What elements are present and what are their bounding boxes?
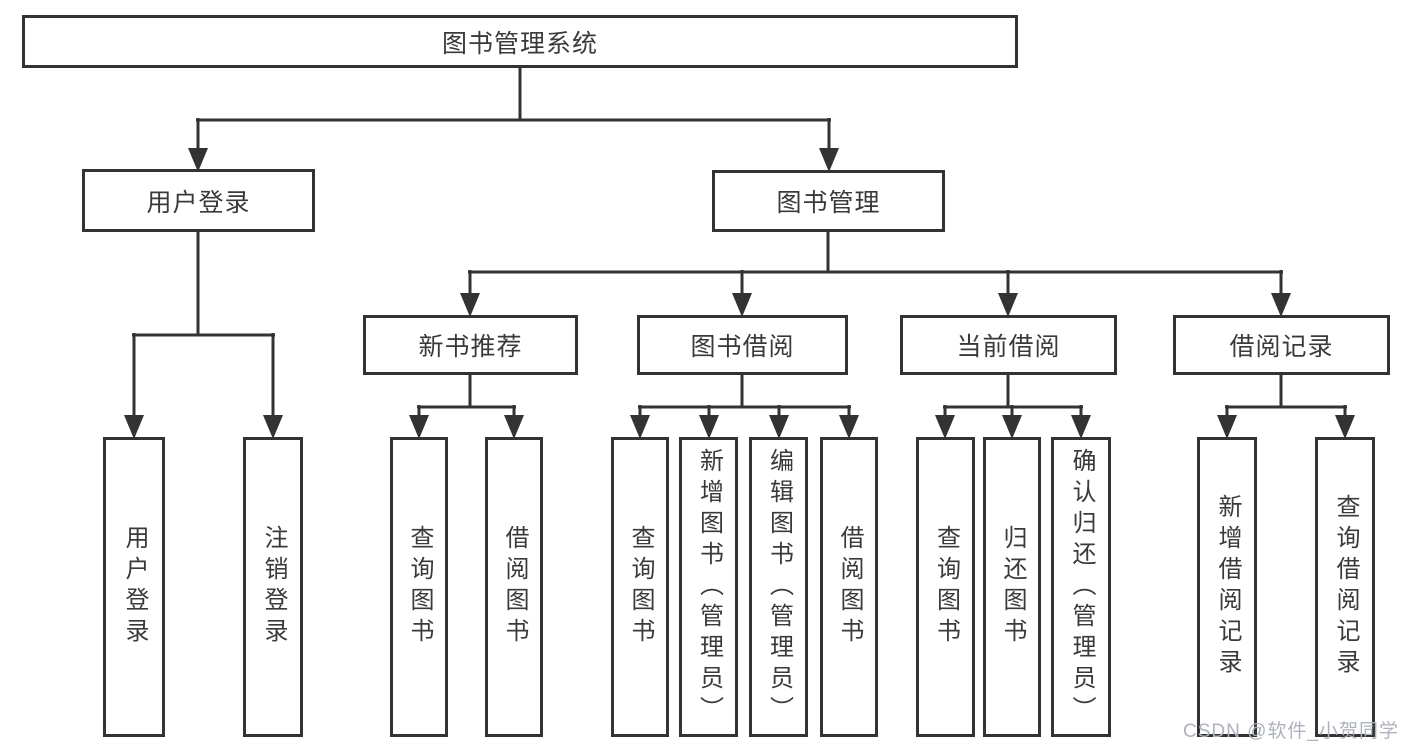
watermark: CSDN @软件_小贺同学 (1183, 721, 1399, 742)
arrowhead (1217, 415, 1237, 439)
arrowhead (409, 415, 429, 439)
arrowhead (630, 415, 650, 439)
arrowhead (124, 415, 144, 439)
leaf-query-books-recommend: 查询图书 (390, 437, 448, 737)
arrowheads (124, 148, 1355, 439)
arrowhead (1271, 293, 1291, 317)
arrowhead (1071, 415, 1091, 439)
leaf-add-borrow-record: 新增借阅记录 (1197, 437, 1257, 737)
leaf-borrow-books-borrowing: 借阅图书 (820, 437, 878, 737)
arrowhead (1335, 415, 1355, 439)
leaf-confirm-return-admin: 确认归还（管理员） (1051, 437, 1111, 737)
leaf-user-login: 用户登录 (103, 437, 165, 737)
arrowhead (1002, 415, 1022, 439)
arrowhead (935, 415, 955, 439)
connector-segments (132, 66, 1347, 424)
arrowhead (460, 293, 480, 317)
leaf-add-books-admin: 新增图书（管理员） (679, 437, 738, 737)
arrowhead (998, 293, 1018, 317)
arrowhead (699, 415, 719, 439)
leaf-query-borrow-record: 查询借阅记录 (1315, 437, 1375, 737)
node-book-management: 图书管理 (712, 170, 945, 232)
node-borrowing-records: 借阅记录 (1173, 315, 1390, 375)
node-root-system: 图书管理系统 (22, 15, 1018, 68)
arrowhead (732, 293, 752, 317)
node-book-borrowing: 图书借阅 (637, 315, 848, 375)
leaf-query-books-borrowing: 查询图书 (611, 437, 669, 737)
node-current-borrowing: 当前借阅 (900, 315, 1117, 375)
node-new-book-recommend: 新书推荐 (363, 315, 578, 375)
arrowhead (504, 415, 524, 439)
arrowhead (263, 415, 283, 439)
leaf-return-books: 归还图书 (983, 437, 1041, 737)
arrowhead (769, 415, 789, 439)
arrowhead (819, 148, 839, 172)
leaf-edit-books-admin: 编辑图书（管理员） (749, 437, 808, 737)
leaf-query-books-current: 查询图书 (916, 437, 975, 737)
arrowhead (188, 148, 208, 172)
arrowhead (839, 415, 859, 439)
node-user-login: 用户登录 (82, 169, 315, 232)
leaf-borrow-books-recommend: 借阅图书 (485, 437, 543, 737)
leaf-logout: 注销登录 (243, 437, 303, 737)
